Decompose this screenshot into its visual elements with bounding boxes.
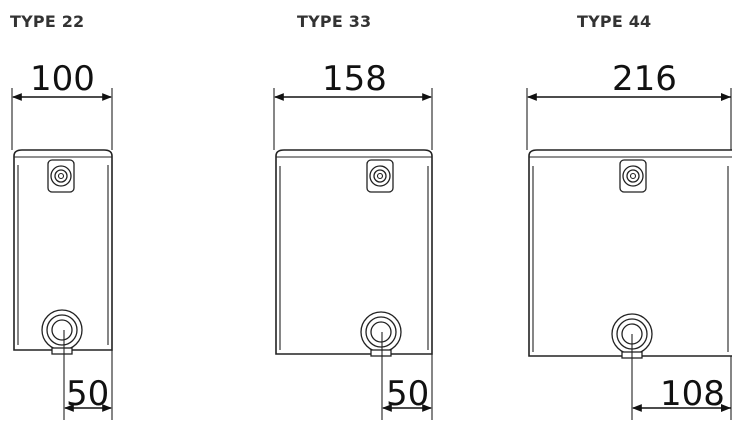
type-33-pipe-offset-value: 50 <box>386 374 429 414</box>
type-22-pipe-offset-dimension: 50 <box>63 330 113 420</box>
type-33-depth-value: 158 <box>322 59 387 99</box>
type-33-upper-valve-icon <box>366 159 394 193</box>
type-22-radiator-body <box>13 149 113 351</box>
radiator-type-33: TYPE 33 158 <box>273 12 433 420</box>
type-44-pipe-offset-dimension: 108 <box>631 334 732 420</box>
type-44-depth-value: 216 <box>612 59 677 99</box>
type-33-depth-dimension: 158 <box>273 59 433 150</box>
type-44-upper-valve-icon <box>619 159 647 193</box>
type-44-radiator-body <box>528 149 732 357</box>
type-33-pipe-offset-dimension: 50 <box>381 332 433 420</box>
type-22-lower-connection-icon <box>41 309 83 355</box>
type-33-radiator-body <box>275 149 433 355</box>
type-22-depth-dimension: 100 <box>11 59 113 150</box>
type-22-upper-valve-icon <box>47 159 75 193</box>
type-44-label: TYPE 44 <box>577 12 651 31</box>
radiator-type-44: TYPE 44 216 <box>526 12 732 420</box>
type-22-pipe-offset-value: 50 <box>66 374 109 414</box>
radiator-type-22: TYPE 22 100 <box>10 12 113 420</box>
type-22-label: TYPE 22 <box>10 12 84 31</box>
type-44-pipe-offset-value: 108 <box>660 374 725 414</box>
type-22-depth-value: 100 <box>30 59 95 99</box>
type-33-lower-connection-icon <box>360 311 402 357</box>
type-44-depth-dimension: 216 <box>526 59 732 150</box>
type-33-label: TYPE 33 <box>297 12 371 31</box>
